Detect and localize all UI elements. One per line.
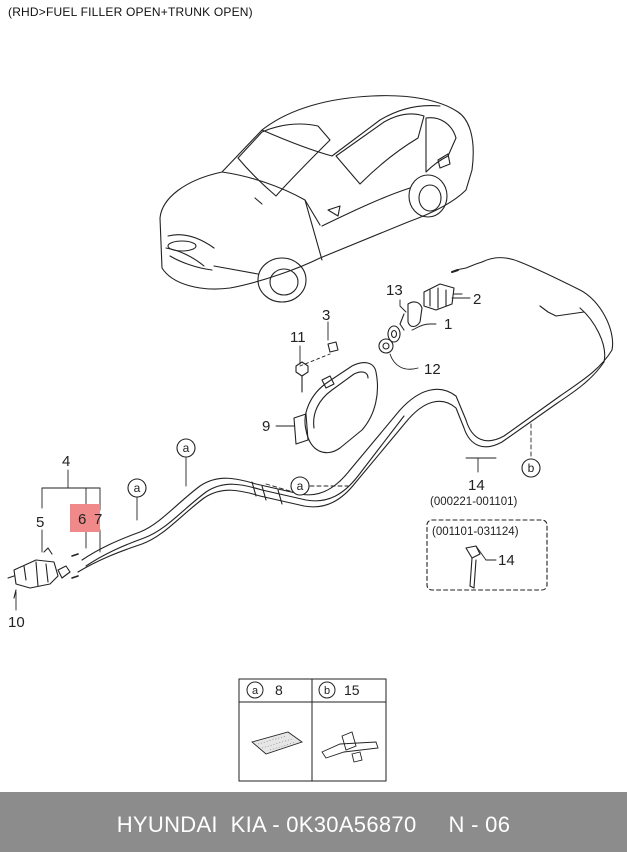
diagram-title: (RHD>FUEL FILLER OPEN+TRUNK OPEN) — [8, 5, 253, 19]
variant-inset-box — [426, 519, 548, 591]
callout-2: 2 — [473, 291, 481, 308]
legend-a-label: a — [252, 685, 259, 697]
range-label-1: (000221-001101) — [430, 496, 518, 508]
ref-label-a-2: a — [134, 481, 141, 495]
highlight-callout-6 — [70, 504, 100, 532]
footer-brand-part-number: HYUNDAI KIA - 0K30A56870 — [116, 812, 417, 837]
callout-11: 11 — [290, 329, 306, 346]
ref-circle-a-1 — [176, 438, 196, 458]
legend-b-circle — [318, 681, 336, 699]
callout-7: 7 — [94, 511, 102, 528]
footer-bar — [0, 792, 627, 852]
callout-5: 5 — [36, 514, 44, 531]
cable-routing — [77, 256, 614, 573]
pad-part-8 — [251, 731, 303, 755]
car-illustration — [159, 95, 474, 303]
callout-12: 12 — [424, 361, 441, 378]
footer-caption: HYUNDAI KIA - 0K30A56870 N - 06 — [0, 812, 627, 838]
fasteners — [295, 341, 339, 393]
variant-part-14 — [465, 545, 481, 589]
callout-10: 10 — [8, 614, 25, 631]
legend-a-part: 8 — [275, 682, 283, 698]
callout-14-a: 14 — [468, 477, 485, 494]
ref-label-a-1: a — [183, 441, 190, 455]
legend-b-label: b — [324, 685, 330, 697]
ref-circle-a-2 — [127, 478, 147, 498]
callout-6: 6 — [78, 511, 86, 528]
opener-mechanism — [378, 261, 557, 354]
ref-circle-b-1 — [521, 458, 541, 478]
parts-diagram: a a a b 1 2 3 4 5 6 7 9 10 11 12 13 14 1… — [7, 95, 614, 782]
latch-assembly — [7, 547, 79, 599]
legend-table: a 8 b 15 — [238, 678, 387, 782]
footer-spacer — [416, 812, 448, 837]
ref-label-a-3: a — [297, 479, 304, 493]
ref-label-b-1: b — [528, 461, 535, 475]
callout-3: 3 — [322, 307, 330, 324]
callout-14-b: 14 — [498, 552, 515, 569]
callout-13: 13 — [386, 282, 403, 299]
filler-lid — [293, 362, 379, 454]
leader-lines — [15, 297, 532, 611]
legend-a-circle — [246, 681, 264, 699]
callout-4: 4 — [62, 453, 70, 470]
callout-1: 1 — [444, 316, 452, 333]
footer-page-number: N - 06 — [448, 812, 511, 837]
clip-part-15 — [321, 731, 379, 763]
callout-9: 9 — [262, 418, 270, 435]
ref-circle-a-3 — [290, 476, 310, 496]
range-label-2: (001101-031124) — [432, 526, 519, 538]
legend-b-part: 15 — [344, 682, 360, 698]
